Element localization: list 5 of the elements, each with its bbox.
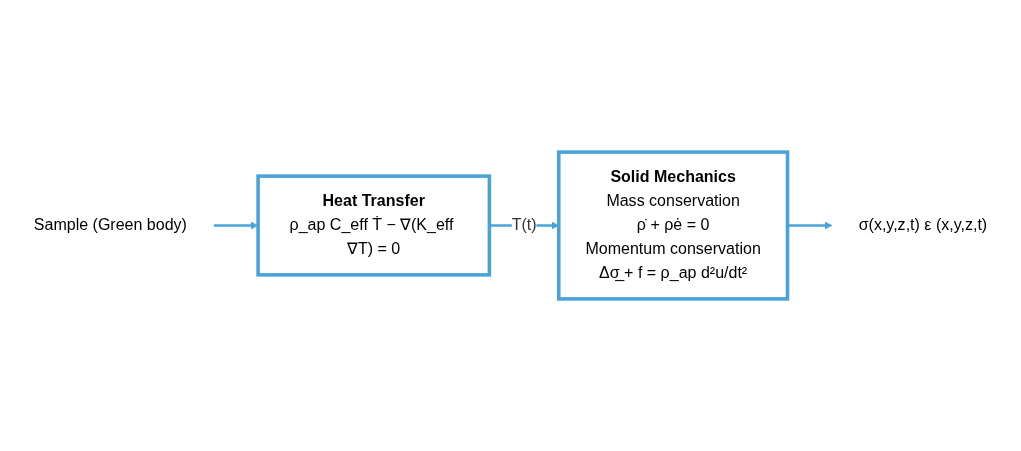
node-box: Solid Mechanics Mass conservation ρ̇ + ρė = 0 Momentum conservation Δσ̲ + f = ρ_ap d²u/dt² xyxy=(557,150,790,301)
node-text: Sample (Green body) xyxy=(33,216,187,234)
edge-label: T(t) xyxy=(511,216,537,234)
node-text: σ(x,y,z,t) ε (x,y,z,t) xyxy=(858,216,988,234)
node-box: Heat Transfer ρ_ap C_eff Ṫ − ∇(K_eff ∇T) = 0 xyxy=(256,174,492,277)
